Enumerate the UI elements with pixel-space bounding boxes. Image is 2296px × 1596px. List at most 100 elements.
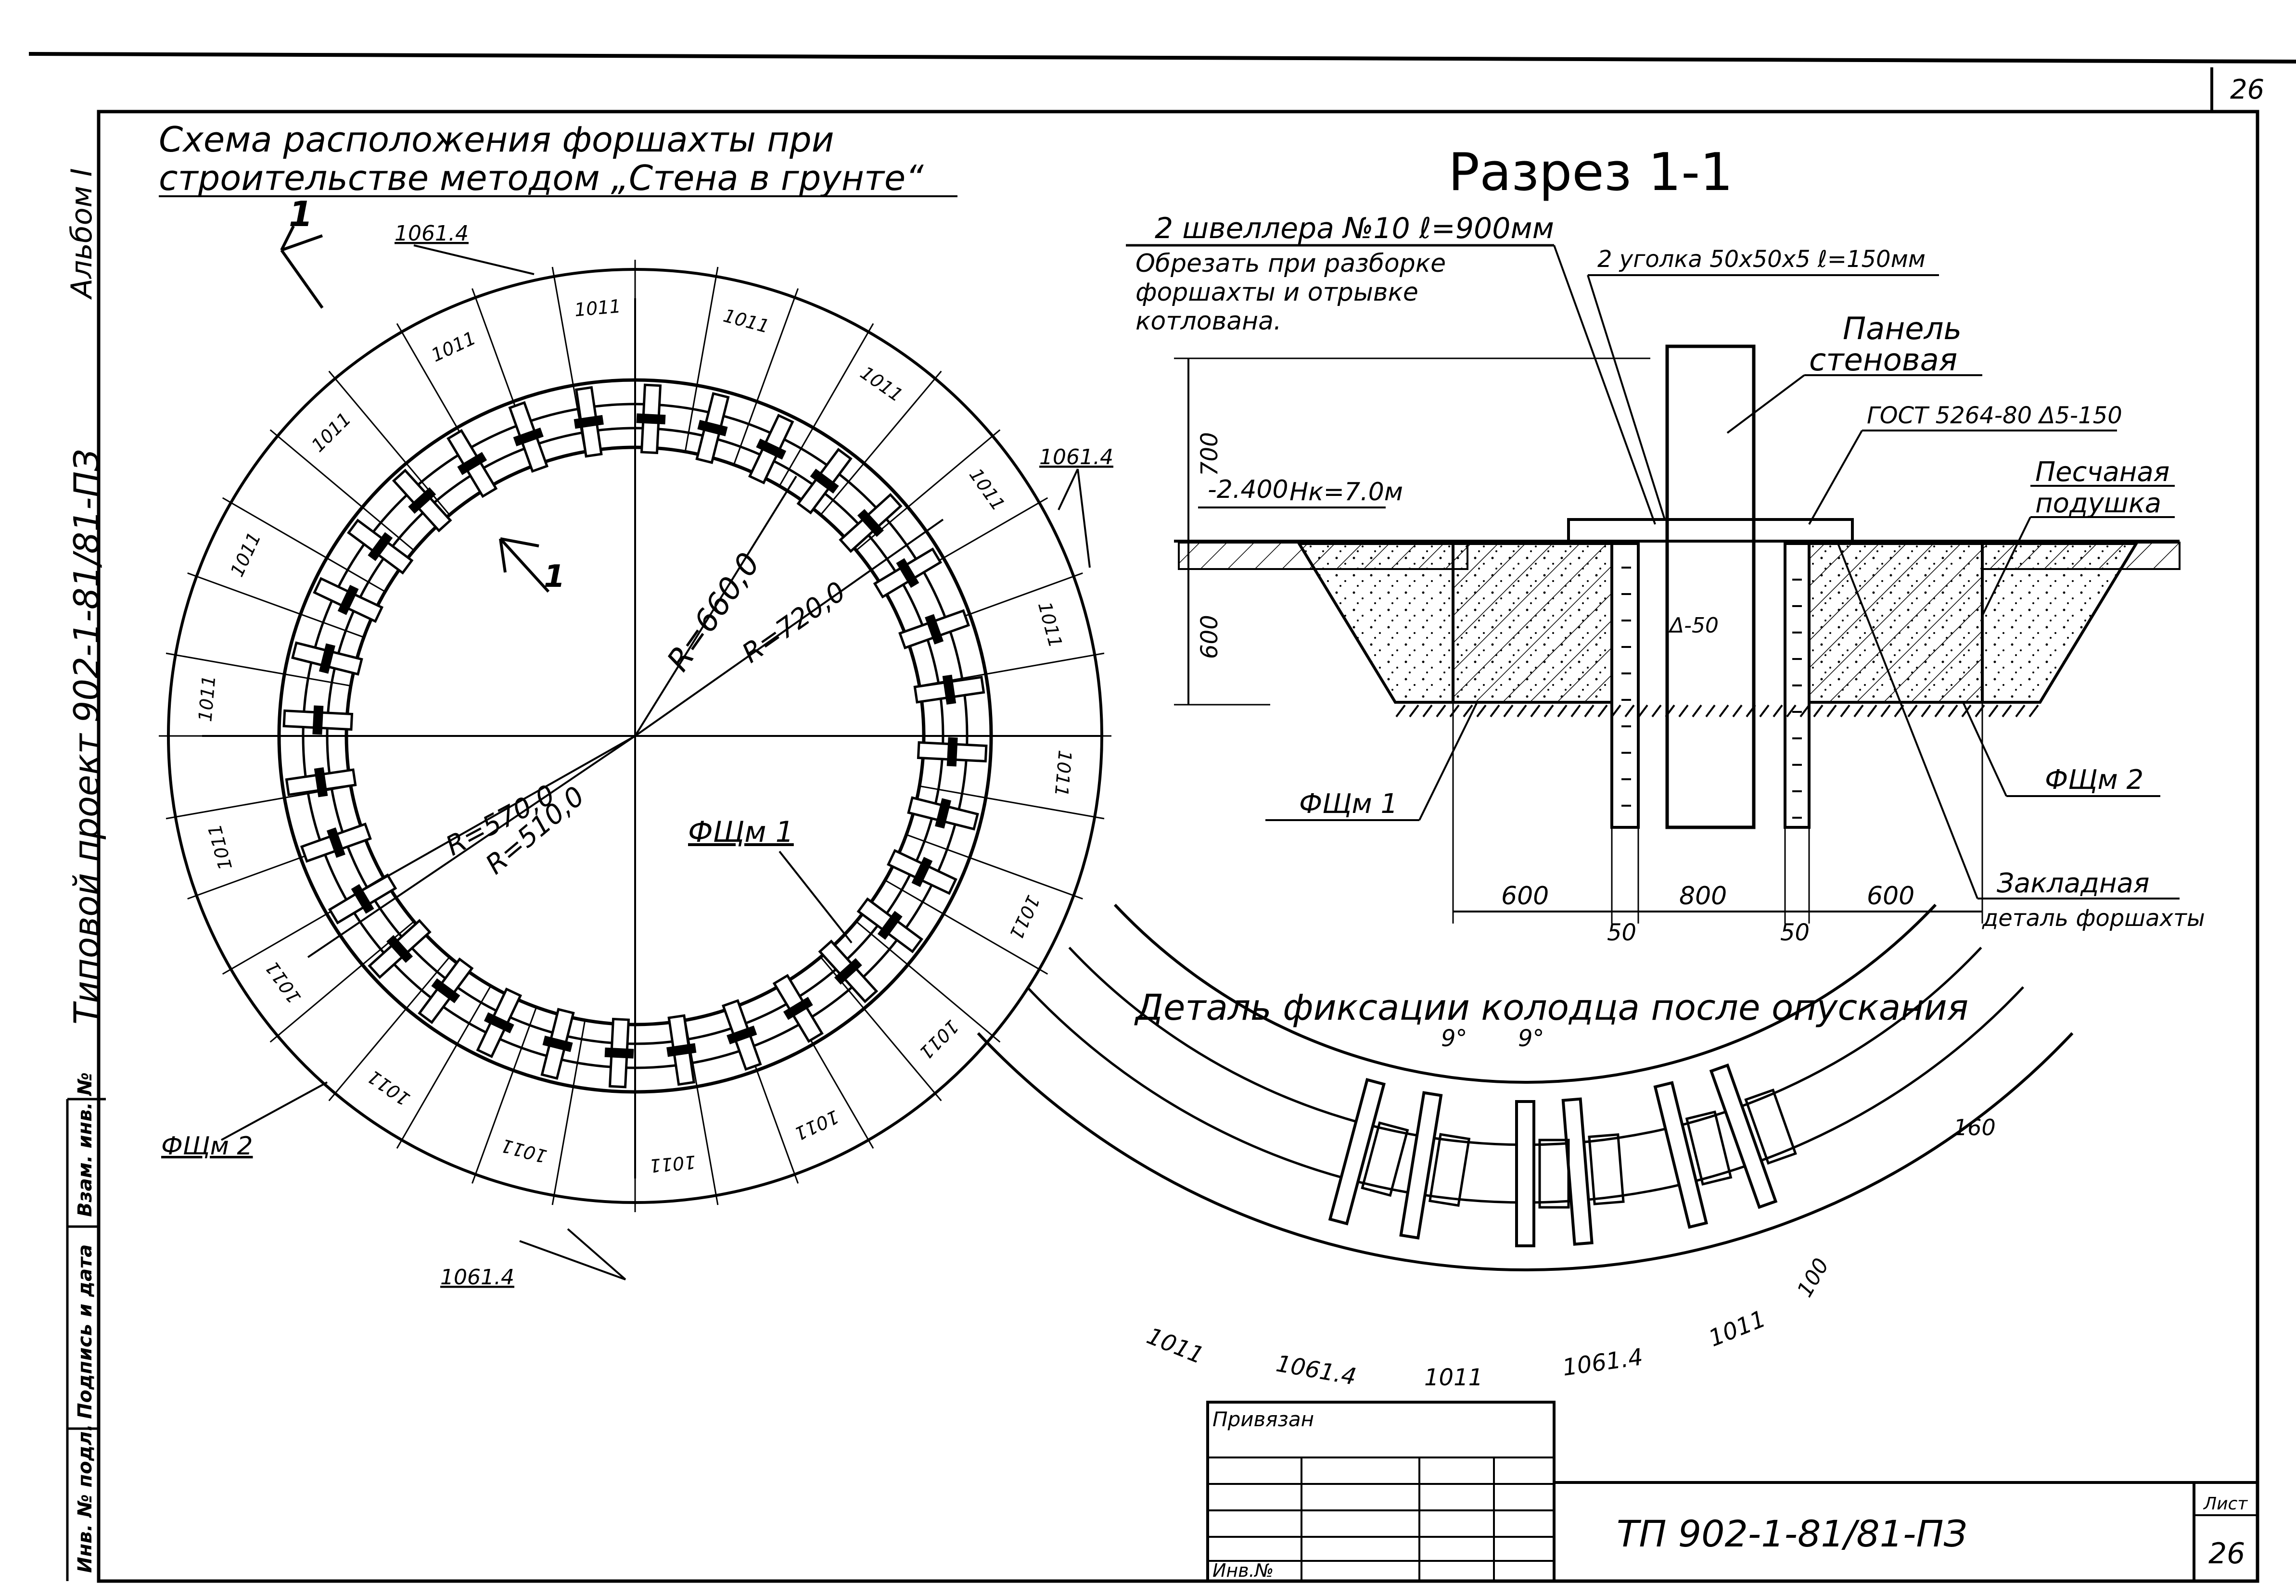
plan-radial-line: [919, 785, 1105, 820]
plan-segment-dim: 1011: [574, 295, 622, 320]
section-dim-600-vertical: 600: [1196, 615, 1223, 659]
section-ground-tick: [1517, 704, 1527, 718]
svg-text:1: 1: [289, 194, 313, 234]
bound-table: [1206, 1401, 1556, 1583]
section-ground-tick: [1611, 704, 1621, 718]
plan-bracket-bar: [666, 1043, 697, 1057]
detail-brackets: [1328, 1063, 1797, 1247]
side-project-code: Типовой проект 902-1-81/81-ПЗ: [66, 449, 107, 1025]
plan-bracket-bar: [877, 911, 903, 940]
plan-segment-dim: 1011: [364, 1066, 414, 1110]
plan-segment-dim: 1011: [204, 822, 237, 873]
plan-radius-leader-720: [634, 519, 944, 737]
section-gost-leader: [1808, 430, 1863, 525]
plan-bracket-bar: [351, 884, 374, 914]
section-ground-tick: [1638, 704, 1648, 718]
detail-angle-b: 9°: [1518, 1025, 1544, 1052]
section-fshch2: ФЩм 2: [2045, 764, 2143, 796]
plan-label-fshch1: ФЩм 1: [688, 815, 794, 849]
plan-bracket-bar: [386, 935, 413, 963]
plan-radial-line: [778, 323, 874, 487]
plan-leader-bottom-10614b: [567, 1228, 626, 1280]
plan-bracket-bar: [457, 452, 487, 475]
album-label: Альбом I: [65, 168, 99, 301]
section-marker-top: 1: [280, 194, 324, 309]
section-dim-600-right: 600: [1867, 882, 1914, 911]
detail-view: Деталь фиксации колодца после опускания …: [977, 903, 2074, 1391]
section-embed-1: Закладная: [1997, 868, 2150, 899]
plan-segment-dim: 1011: [226, 529, 265, 580]
section-cut-note-1: Обрезать при разборке: [1135, 249, 1446, 278]
plan-radial-line: [471, 1007, 537, 1184]
section-panel-1: Панель: [1843, 311, 1962, 347]
plan-bracket-bar: [857, 509, 884, 537]
plan-segment-dim: 1011: [649, 1151, 697, 1176]
plan-bracket-bar: [408, 487, 436, 514]
section-ground-tick: [1597, 704, 1608, 718]
bound-label: Привязан: [1212, 1407, 1314, 1431]
plan-bracket-bar: [834, 958, 862, 985]
plan-bracket-bar: [314, 767, 328, 798]
plan-leader-top-10614: [413, 244, 535, 275]
plan-bracket-bar: [574, 415, 604, 429]
plan-segment-dim: 1011: [856, 362, 906, 406]
section-ground-tick: [1503, 704, 1514, 718]
detail-plate: [1588, 1133, 1625, 1205]
plan-radial-line: [684, 266, 719, 452]
plan-bracket-bar: [636, 413, 666, 425]
plan-bracket-bar: [756, 438, 787, 460]
detail-title: Деталь фиксации колодца после опускания: [1134, 987, 1968, 1028]
plan-bracket-bar: [911, 857, 933, 887]
section-marker-center: 1: [499, 537, 565, 595]
plan-dim-bottom-10614: 1061.4: [440, 1265, 514, 1290]
plan-leader-right-10614: [1058, 469, 1079, 510]
detail-angle-a: 9°: [1441, 1025, 1467, 1052]
section-ground-tick: [1988, 704, 1999, 718]
detail-dim-10614-a: 1061.4: [1274, 1350, 1358, 1391]
inv-label: Инв.№: [1212, 1560, 1274, 1581]
section-cut-note-2: форшахты и отрывке: [1135, 278, 1418, 307]
section-sand-1: Песчаная: [2035, 456, 2169, 488]
sheet-number-top: 26: [2230, 74, 2264, 105]
detail-bracket: [1653, 1081, 1709, 1229]
plan-bracket-bar: [896, 558, 919, 588]
top-scan-line: [28, 52, 2296, 63]
detail-plate: [1538, 1139, 1570, 1209]
plan-segment-dim: 1011: [1050, 749, 1075, 798]
detail-dim-100: 100: [1792, 1254, 1834, 1301]
section-cut-note-3: котлована.: [1135, 307, 1281, 336]
plan-bracket-bar: [727, 1026, 757, 1045]
plan-radius-leader-570: [346, 735, 636, 900]
section-embed-2: деталь форшахты: [1982, 905, 2205, 932]
section-angles-note: 2 уголка 50х50х5 ℓ=150мм: [1597, 246, 1926, 273]
section-ground-tick: [1692, 704, 1702, 718]
section-surface-strip-right: [1981, 542, 2181, 570]
section-ground-tick: [1395, 704, 1406, 718]
plan-label-fshch2: ФЩм 2: [161, 1132, 253, 1161]
plan-segment-dim: 1011: [498, 1135, 549, 1167]
section-ground-tick: [1934, 704, 1945, 718]
plan-bracket-bar: [431, 978, 460, 1003]
section-ground-tick: [1530, 704, 1541, 718]
section-weld: Δ-50: [1668, 613, 1719, 638]
section-ground-tick: [2015, 704, 2026, 718]
plan-bracket-bar: [935, 798, 952, 829]
section-ground-tick: [1665, 704, 1675, 718]
plan-radial-line: [328, 956, 450, 1102]
section-ground-tick: [1678, 704, 1689, 718]
section-ground-tick: [2028, 704, 2039, 718]
section-ground-tick: [1773, 704, 1783, 718]
plan-segment-dim: 1011: [721, 305, 772, 338]
plan-radial-line: [884, 879, 1048, 975]
detail-arc: [1113, 903, 1937, 1084]
detail-plate: [1685, 1110, 1733, 1186]
section-angles-leader: [1587, 275, 1666, 520]
plan-bracket-bar: [942, 674, 957, 705]
detail-bracket: [1328, 1078, 1386, 1226]
plan-radius-leader-660: [634, 475, 797, 737]
section-ground-tick: [1705, 704, 1716, 718]
plan-radius-720: R=720,0: [737, 576, 852, 669]
section-dim-800: 800: [1679, 882, 1727, 911]
section-fshch1: ФЩм 1: [1299, 788, 1398, 820]
section-concrete-right: [1808, 542, 1984, 704]
